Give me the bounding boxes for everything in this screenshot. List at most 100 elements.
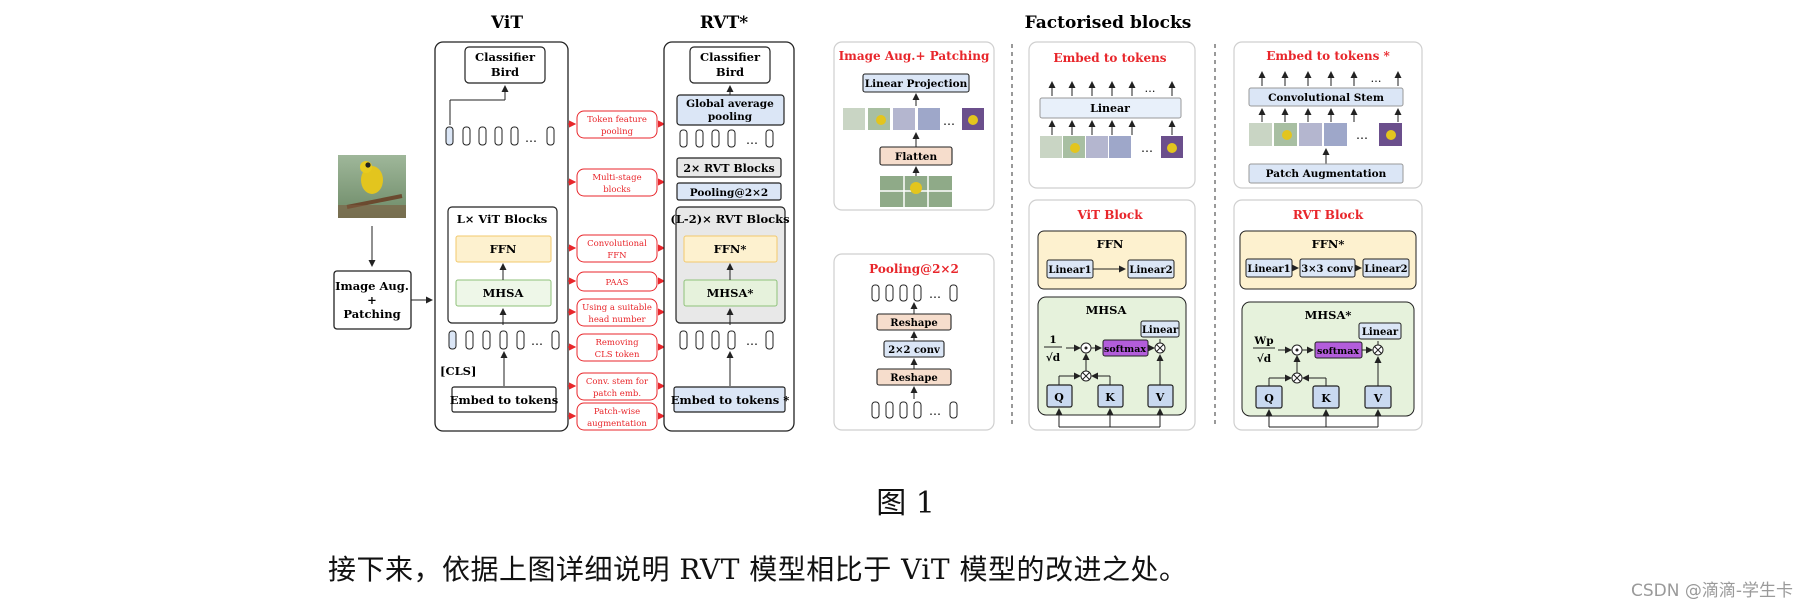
svg-text:MHSA*: MHSA*: [1305, 308, 1352, 322]
svg-text:L× ViT Blocks: L× ViT Blocks: [457, 212, 548, 226]
svg-text:blocks: blocks: [603, 185, 631, 195]
rvt-pooling-box: [676, 182, 782, 201]
svg-text:…: …: [531, 334, 543, 348]
svg-text:Removing: Removing: [595, 338, 639, 348]
vit-block-panel: ViT Block FFN Linear1 Linear2 MHSA Linea…: [1028, 199, 1196, 431]
svg-text:…: …: [943, 114, 955, 128]
embed-patches: …: [1040, 136, 1183, 158]
svg-text:MHSA*: MHSA*: [707, 286, 754, 300]
pool-in-tokens: …: [871, 401, 958, 419]
svg-text:Q: Q: [1054, 391, 1064, 404]
cls-label: [CLS]: [440, 364, 476, 378]
svg-text:Embed to tokens *: Embed to tokens *: [1266, 49, 1390, 63]
svg-text:Token feature: Token feature: [587, 115, 647, 125]
svg-text:…: …: [929, 287, 941, 301]
pooling-panel: Pooling@2×2 … Reshape 2×2 conv Reshape …: [833, 253, 995, 431]
rvt-embed-box: [673, 386, 786, 413]
svg-text:Image Aug.+ Patching: Image Aug.+ Patching: [839, 49, 990, 63]
svg-text:FFN*: FFN*: [714, 242, 747, 256]
improvement-arrows: [568, 120, 666, 420]
svg-text:Flatten: Flatten: [895, 151, 938, 163]
svg-text:…: …: [1371, 72, 1382, 85]
svg-text:CLS token: CLS token: [595, 350, 640, 360]
svg-text:Linear2: Linear2: [1129, 265, 1172, 276]
svg-text:Wp: Wp: [1253, 335, 1273, 347]
svg-text:V: V: [1373, 392, 1383, 405]
svg-text:√d: √d: [1046, 352, 1061, 364]
svg-text:Global average: Global average: [686, 98, 774, 110]
svg-text:Conv. stem for: Conv. stem for: [586, 377, 649, 387]
svg-text:PAAS: PAAS: [605, 278, 628, 288]
svg-text:Patch-wise: Patch-wise: [594, 407, 640, 417]
vit-top-tokens: …: [445, 126, 555, 146]
svg-text:Embed to tokens: Embed to tokens: [1053, 51, 1166, 65]
figure-caption: 图 1: [876, 486, 935, 521]
rvt-gap-box: [676, 94, 785, 126]
factorised-title: Factorised blocks: [1025, 13, 1192, 33]
embed-star-patches: …: [1249, 123, 1402, 146]
rvt-column: Classifier Bird Global average pooling ……: [663, 41, 795, 432]
svg-text:MHSA: MHSA: [1086, 303, 1128, 317]
svg-text:Using a suitable: Using a suitable: [582, 303, 652, 313]
rvt-top-tokens: …: [679, 129, 774, 148]
svg-text:Image Aug.: Image Aug.: [335, 279, 409, 293]
svg-text:Patching: Patching: [343, 307, 400, 321]
svg-text:Bird: Bird: [716, 65, 744, 79]
embed-star-panel: Embed to tokens * … Convolutional Stem …: [1233, 41, 1423, 189]
rvt-block-panel: RVT Block FFN* Linear1 3×3 conv Linear2 …: [1233, 199, 1423, 431]
svg-text:2×2 conv: 2×2 conv: [888, 345, 941, 356]
svg-text:Embed to tokens *: Embed to tokens *: [671, 393, 789, 407]
image-aug-patching-box: Image Aug. + Patching: [333, 270, 412, 330]
bird-image: [338, 155, 406, 218]
svg-text:Linear1: Linear1: [1247, 264, 1290, 275]
svg-text:Reshape: Reshape: [890, 318, 937, 329]
body-paragraph: 接下来，依据上图详细说明 RVT 模型相比于 ViT 模型的改进之处。: [328, 553, 1188, 586]
svg-text:Linear: Linear: [1142, 325, 1179, 336]
svg-text:RVT Block: RVT Block: [1293, 208, 1364, 222]
svg-text:Patch Augmentation: Patch Augmentation: [1266, 168, 1387, 180]
svg-text:patch emb.: patch emb.: [593, 389, 641, 399]
svg-text:K: K: [1105, 391, 1115, 404]
svg-text:Embed to tokens: Embed to tokens: [450, 393, 558, 407]
svg-text:Reshape: Reshape: [890, 373, 937, 384]
svg-text:Multi-stage: Multi-stage: [592, 173, 641, 183]
svg-text:FFN: FFN: [1097, 237, 1124, 251]
svg-text:Classifier: Classifier: [475, 50, 536, 64]
svg-text:2× RVT Blocks: 2× RVT Blocks: [683, 162, 774, 175]
svg-text:…: …: [929, 404, 941, 418]
svg-text:Linear: Linear: [1362, 327, 1399, 338]
svg-text:…: …: [1145, 82, 1156, 95]
svg-text:Linear2: Linear2: [1364, 264, 1407, 275]
patched-image-grid: [880, 176, 952, 207]
patch-row: …: [843, 108, 984, 130]
svg-text:Pooling@2×2: Pooling@2×2: [869, 262, 959, 276]
svg-text:…: …: [746, 334, 758, 348]
svg-text:…: …: [525, 131, 537, 145]
svg-text:Linear Projection: Linear Projection: [865, 78, 968, 90]
svg-text:Classifier: Classifier: [700, 50, 761, 64]
vit-bottom-tokens: …: [448, 330, 560, 350]
svg-text:pooling: pooling: [601, 127, 634, 137]
svg-text:(L-2)× RVT Blocks: (L-2)× RVT Blocks: [670, 212, 789, 226]
embed-panel: Embed to tokens … Linear …: [1028, 41, 1196, 189]
svg-text:K: K: [1321, 392, 1331, 405]
svg-text:Linear1: Linear1: [1048, 265, 1091, 276]
svg-text:1: 1: [1049, 334, 1056, 346]
svg-text:FFN: FFN: [607, 251, 627, 261]
vit-classifier-box: [464, 46, 546, 84]
aug-patching-panel: Image Aug.+ Patching Linear Projection ……: [833, 41, 995, 211]
svg-text:Linear: Linear: [1090, 102, 1130, 115]
rvt-2blocks-box: [676, 157, 782, 178]
rvt-title: RVT*: [700, 13, 748, 33]
svg-text:3×3 conv: 3×3 conv: [1301, 264, 1354, 275]
svg-text:head number: head number: [588, 315, 646, 325]
svg-text:Q: Q: [1264, 392, 1274, 405]
rvt-classifier-box: [689, 46, 771, 84]
rvt-bottom-tokens: …: [679, 330, 774, 350]
svg-text:FFN: FFN: [490, 242, 517, 256]
svg-text:pooling: pooling: [708, 111, 753, 123]
svg-text:Bird: Bird: [491, 65, 519, 79]
rvt-ffn-box: [683, 235, 778, 263]
svg-text:softmax: softmax: [1317, 346, 1359, 357]
svg-text:Convolutional: Convolutional: [587, 239, 647, 249]
